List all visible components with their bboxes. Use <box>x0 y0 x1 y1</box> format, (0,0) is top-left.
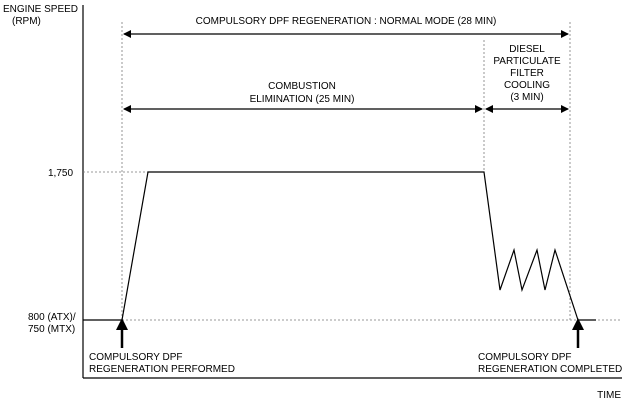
start-event-arrow-head <box>116 318 128 330</box>
cooling-phase-label-2: PARTICULATE <box>493 56 561 67</box>
cooling-phase-label-4: COOLING <box>504 80 550 91</box>
y-tick-1750: 1,750 <box>48 168 73 179</box>
engine-speed-profile <box>83 171 596 321</box>
cooling-phase-label-5: (3 MIN) <box>510 92 543 103</box>
cooling-phase-label-3: FILTER <box>510 68 544 79</box>
start-event-label-1: COMPULSORY DPF <box>89 352 183 363</box>
end-event-label-1: COMPULSORY DPF <box>478 352 572 363</box>
y-tick-idle-atx: 800 (ATX)/ <box>28 312 76 323</box>
start-event-label-2: REGENERATION PERFORMED <box>89 364 235 375</box>
combustion-phase-label-2: ELIMINATION (25 MIN) <box>250 94 355 105</box>
y-tick-idle-mtx: 750 (MTX) <box>28 324 75 335</box>
x-axis-title: TIME <box>597 390 621 401</box>
combustion-phase-label: COMBUSTION <box>268 81 336 92</box>
total-phase-label: COMPULSORY DPF REGENERATION : NORMAL MOD… <box>196 16 497 27</box>
y-axis-title-unit: (RPM) <box>12 16 41 27</box>
end-event-arrow-head <box>572 318 584 330</box>
y-axis-title: ENGINE SPEED <box>3 4 78 15</box>
end-event-label-2: REGENERATION COMPLETED <box>478 364 622 375</box>
cooling-phase-label-1: DIESEL <box>509 44 545 55</box>
